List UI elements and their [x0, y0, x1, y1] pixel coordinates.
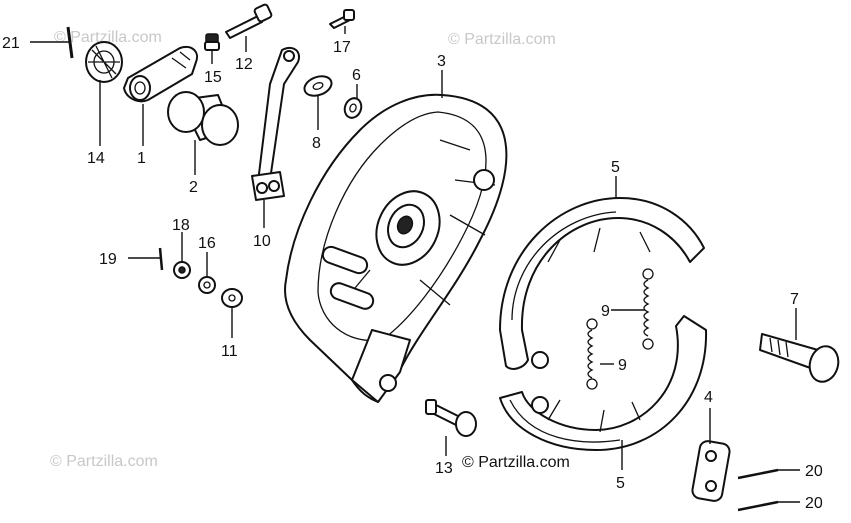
nut-18 — [173, 261, 191, 279]
watermark-top-left: © Partzilla.com — [54, 29, 162, 46]
watermark-top: © Partzilla.com — [448, 31, 556, 48]
bolt-13 — [425, 399, 477, 437]
callout-20-upper: 20 — [805, 463, 823, 480]
brake-shoe-lower — [499, 315, 708, 451]
brake-rod — [251, 46, 300, 201]
nut-15 — [204, 33, 220, 51]
callout-8: 8 — [312, 135, 321, 152]
washer-16 — [198, 276, 216, 294]
callout-21: 21 — [2, 35, 20, 52]
plate-4 — [691, 440, 731, 502]
washer-6 — [343, 97, 363, 119]
spring-lower — [586, 318, 598, 390]
callout-1: 1 — [137, 150, 146, 167]
indicator-plate — [85, 41, 123, 83]
callout-13: 13 — [435, 460, 453, 477]
pin-19 — [158, 247, 164, 271]
callout-18: 18 — [172, 217, 190, 234]
brake-panel — [284, 93, 508, 403]
leader-lines — [30, 26, 800, 503]
callout-7: 7 — [790, 291, 799, 308]
callout-17: 17 — [333, 39, 351, 56]
callout-5-upper: 5 — [611, 159, 620, 176]
brake-arm — [123, 46, 198, 103]
callout-14: 14 — [87, 150, 105, 167]
washer-11 — [221, 288, 243, 308]
callout-4: 4 — [704, 389, 713, 406]
callout-20-lower: 20 — [805, 495, 823, 512]
bolt-12 — [225, 3, 273, 39]
washer-8 — [303, 75, 333, 97]
callout-2: 2 — [189, 179, 198, 196]
callout-16: 16 — [198, 235, 216, 252]
callout-5-lower: 5 — [616, 475, 625, 492]
callout-numbers: 21 14 1 2 15 12 10 8 17 6 3 5 7 9 9 18 1… — [2, 35, 823, 512]
brake-shoe-upper — [499, 197, 705, 370]
callout-12: 12 — [235, 56, 253, 73]
watermark-bottom-left: © Partzilla.com — [50, 453, 158, 470]
watermark-center: © Partzilla.com — [462, 454, 570, 471]
brake-cam — [759, 333, 840, 383]
callout-11: 11 — [221, 343, 238, 360]
spring-upper — [642, 268, 654, 350]
arm-cam-shaft — [167, 91, 239, 146]
callout-19: 19 — [99, 251, 117, 268]
callout-9-lower: 9 — [618, 357, 627, 374]
pin-20-upper — [737, 468, 779, 480]
callout-15: 15 — [204, 69, 222, 86]
callout-10: 10 — [253, 233, 271, 250]
callout-9-upper: 9 — [601, 303, 610, 320]
callout-3: 3 — [437, 53, 446, 70]
callout-6: 6 — [352, 67, 361, 84]
bolt-17 — [329, 9, 355, 29]
pin-20-lower — [737, 500, 779, 512]
